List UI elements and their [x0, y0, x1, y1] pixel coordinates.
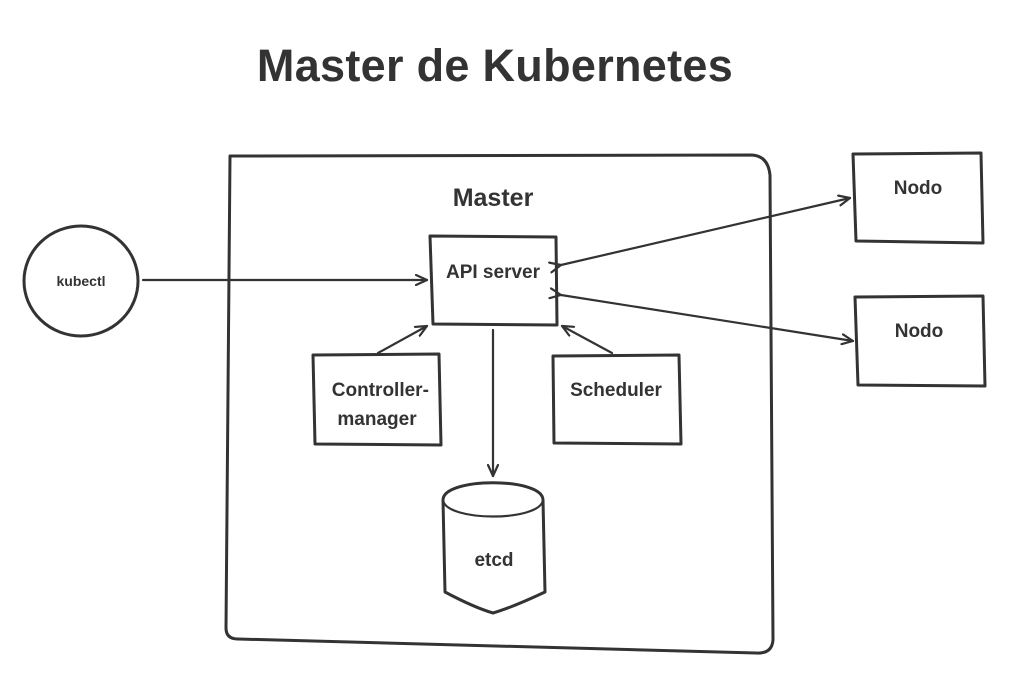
scheduler-label: Scheduler — [570, 380, 662, 401]
controller-manager-line-2: manager — [337, 409, 417, 430]
kubectl-node — [22, 224, 140, 338]
controller-manager-label: Controller- manager — [332, 380, 434, 430]
scheduler-node — [551, 353, 683, 446]
etcd-node — [441, 481, 547, 615]
diagram-title: Master de Kubernetes — [256, 40, 734, 91]
api-server-label: API server — [446, 262, 541, 283]
controller-manager-line-1: Controller- — [332, 380, 429, 401]
kubectl-label: kubectl — [56, 273, 105, 289]
controller-manager-node — [311, 352, 443, 447]
master-label: Master — [453, 184, 534, 212]
edge-api-server-nodo-2 — [561, 295, 855, 341]
nodo-node-2 — [853, 294, 987, 388]
etcd-top-rim — [441, 498, 545, 518]
nodo-node-1 — [851, 151, 985, 245]
nodo-label-2: Nodo — [895, 321, 944, 342]
edge-controller-manager-to-api-server — [376, 324, 429, 355]
edge-scheduler-to-api-server — [560, 324, 614, 355]
etcd-label: etcd — [474, 550, 513, 571]
edge-api-server-nodo-1 — [561, 198, 852, 265]
nodo-label-1: Nodo — [894, 178, 943, 199]
